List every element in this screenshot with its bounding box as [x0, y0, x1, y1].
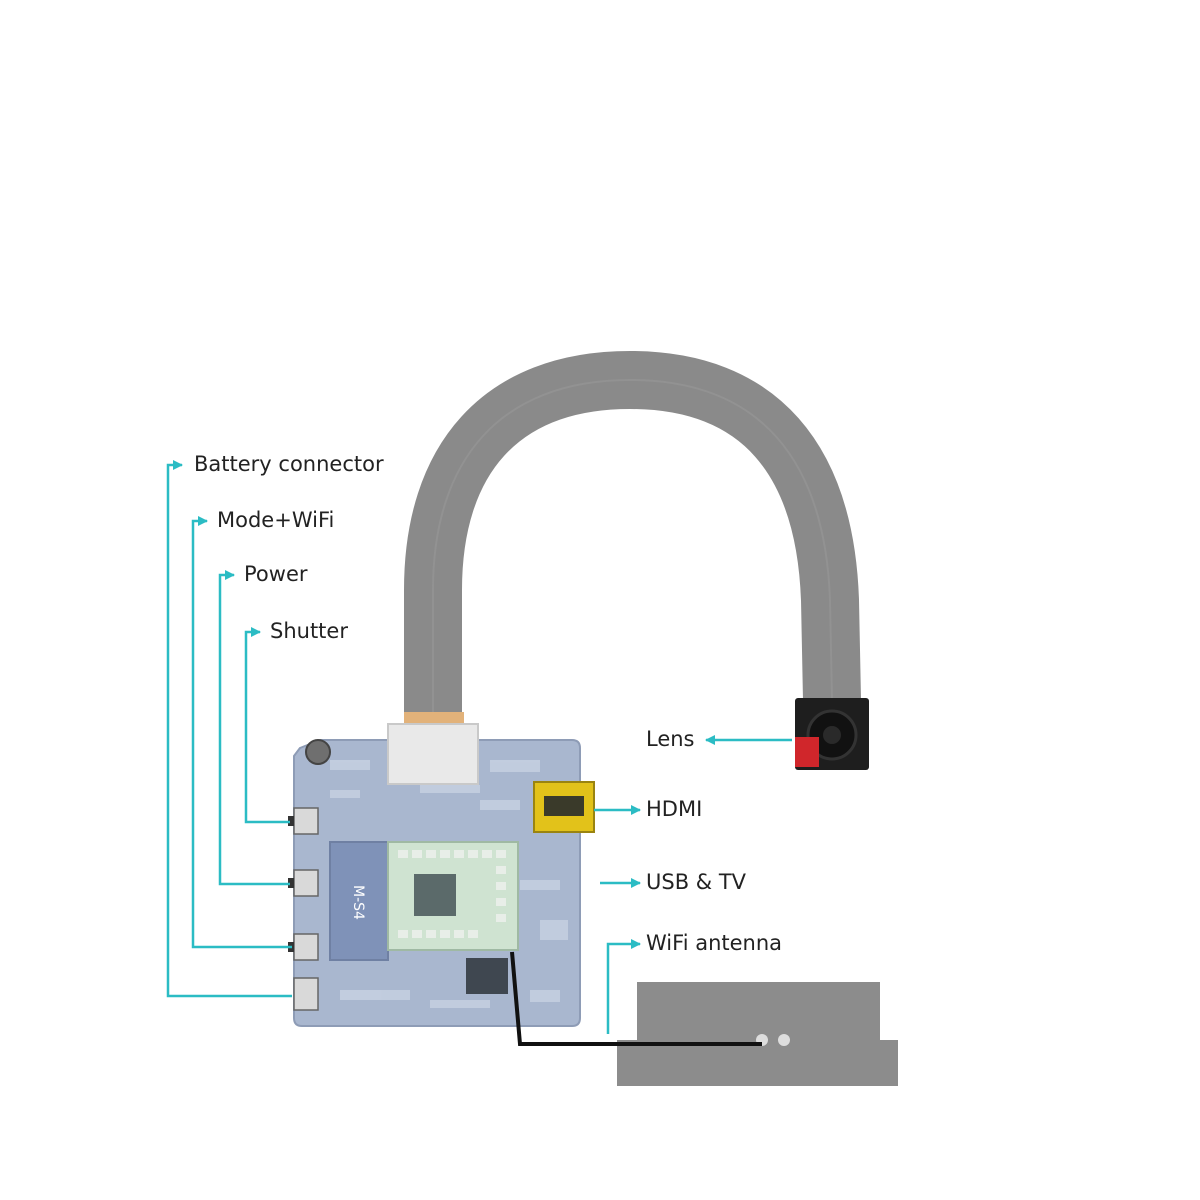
- hdmi-port: [533, 781, 595, 833]
- label-lens: Lens: [646, 727, 695, 751]
- power-button: [293, 869, 319, 897]
- microphone: [305, 739, 331, 765]
- lens-module: [795, 698, 869, 770]
- shutter-button: [293, 807, 319, 835]
- side-buttons: [293, 807, 319, 1011]
- pcb-board: M-S4: [288, 723, 595, 1027]
- ribbon-socket: [387, 723, 479, 785]
- sd-slot: [329, 841, 389, 961]
- label-hdmi: HDMI: [646, 797, 703, 821]
- wifi-antenna-plate: [617, 982, 898, 1086]
- battery-connector-socket: [293, 977, 319, 1011]
- callout-lines-left: [166, 460, 292, 998]
- wifi-module: [387, 841, 519, 951]
- label-battery-connector: Battery connector: [194, 452, 384, 476]
- label-power: Power: [244, 562, 308, 586]
- board-silkscreen-text: M-S4: [350, 885, 366, 920]
- antenna-cable: [510, 951, 762, 1046]
- callout-lines-right: [594, 735, 792, 1034]
- ribbon-connector-gold: [404, 712, 464, 726]
- mode-wifi-button: [293, 933, 319, 961]
- label-mode-wifi: Mode+WiFi: [217, 508, 335, 532]
- label-usb-tv: USB & TV: [646, 870, 747, 894]
- lens-red-marker: [795, 737, 819, 767]
- ribbon-cable: [404, 351, 861, 726]
- label-wifi-antenna: WiFi antenna: [646, 931, 783, 955]
- label-shutter: Shutter: [270, 619, 348, 643]
- processor-chip: [466, 958, 508, 994]
